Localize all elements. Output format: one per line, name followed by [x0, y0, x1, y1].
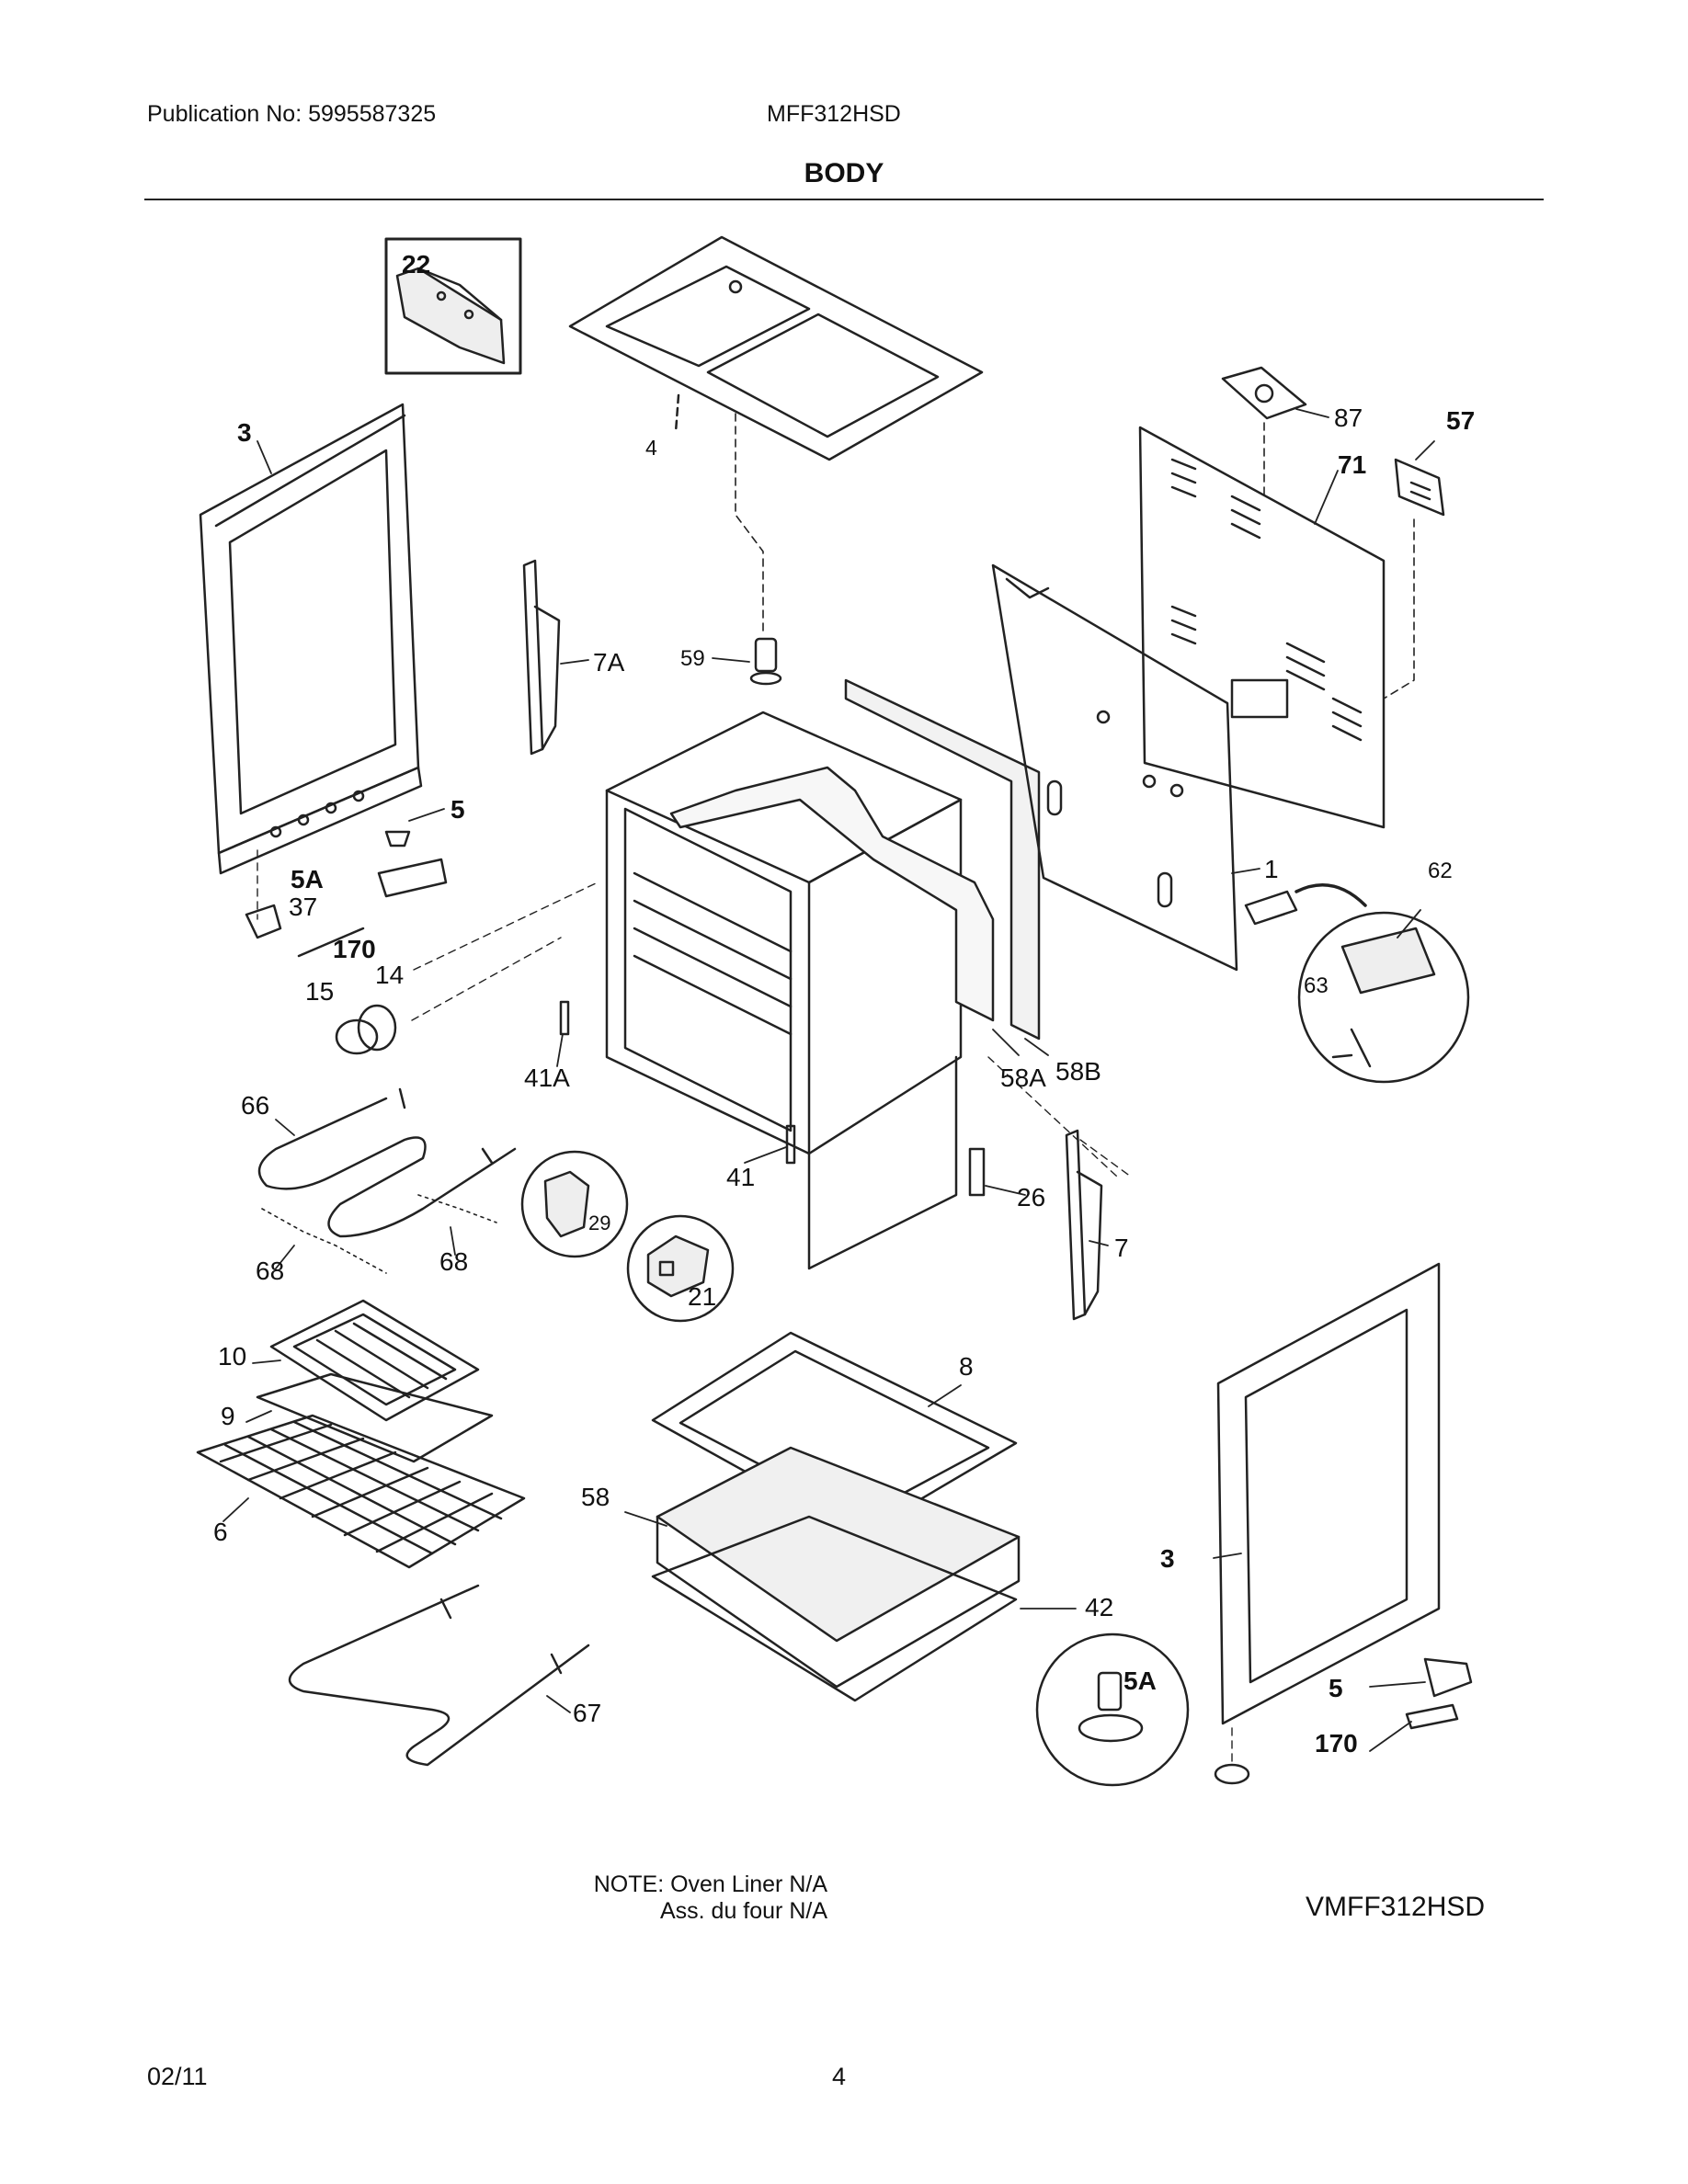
part-68-bracket — [261, 1208, 387, 1274]
callout-87: 87 — [1334, 404, 1363, 432]
part-6-oven-rack — [196, 1414, 526, 1569]
left-hardware-group — [245, 830, 448, 1055]
part-29-detail — [520, 1150, 629, 1258]
part-21-detail — [626, 1214, 735, 1323]
callout-66: 66 — [241, 1091, 269, 1120]
model-number: MFF312HSD — [767, 101, 901, 127]
part-7a-hinge-receiver — [522, 559, 561, 756]
publication-number: Publication No: 5995587325 — [147, 101, 437, 127]
callout-4: 4 — [645, 436, 657, 460]
callout-3-left: 3 — [237, 418, 252, 447]
callout-5a-left: 5A — [291, 865, 324, 893]
part-3-left-side-panel — [199, 403, 423, 875]
callout-68-left: 68 — [256, 1257, 284, 1285]
part-22-inset — [384, 237, 522, 375]
part-62-63-detail-circle — [1244, 883, 1470, 1084]
part-42-drawer-panel — [651, 1515, 1018, 1702]
header-divider — [144, 199, 1544, 200]
callout-9: 9 — [221, 1402, 235, 1430]
part-4-top-panel — [568, 235, 984, 461]
callout-1: 1 — [1264, 855, 1279, 883]
part-59-leveler — [749, 637, 782, 686]
note-line-french: Ass. du four N/A — [659, 1898, 827, 1924]
callout-37: 37 — [289, 893, 317, 921]
callout-3-right: 3 — [1160, 1544, 1175, 1573]
callout-41a: 41A — [524, 1064, 570, 1092]
callout-170-left: 170 — [333, 935, 376, 963]
callout-15: 15 — [305, 977, 334, 1006]
footer-date: 02/11 — [147, 2063, 208, 2090]
callout-58b: 58B — [1055, 1057, 1101, 1086]
assembly-guides — [257, 849, 1233, 1766]
brackets-group — [559, 1000, 986, 1197]
footer-page-number: 4 — [832, 2063, 847, 2090]
callout-63: 63 — [1304, 973, 1329, 998]
callout-7: 7 — [1114, 1234, 1129, 1262]
bottom-right-hardware — [1035, 1632, 1473, 1787]
callout-26: 26 — [1017, 1183, 1045, 1211]
guide-line — [1383, 518, 1415, 700]
part-58-insulation-block — [656, 1446, 1021, 1689]
part-68-bracket — [417, 1194, 497, 1223]
part-66-broil-element — [257, 1087, 517, 1238]
callout-7a-top: 7A — [593, 648, 625, 677]
part-58-insulation-wrap — [669, 678, 1041, 1041]
callout-10: 10 — [218, 1342, 246, 1371]
part-71-back-cover — [1138, 426, 1386, 829]
note-block: NOTE: Oven Liner N/A Ass. du four N/A — [515, 1871, 827, 1925]
guide-line — [735, 413, 764, 635]
callout-68-right: 68 — [439, 1247, 468, 1276]
callout-5a-right: 5A — [1123, 1666, 1157, 1695]
part-7-hinge-receiver — [1065, 1129, 1103, 1321]
callout-170-right: 170 — [1315, 1729, 1358, 1757]
part-57-small-cover — [1394, 458, 1445, 517]
callout-29: 29 — [588, 1211, 610, 1234]
section-title: BODY — [804, 158, 884, 188]
part-87-gasket — [1221, 366, 1307, 420]
callout-leaders — [222, 408, 1435, 1752]
diagram-code: VMFF312HSD — [1306, 1892, 1486, 1922]
part-10-broil-pan-insert — [269, 1299, 480, 1422]
callout-58a: 58A — [1000, 1064, 1046, 1092]
callout-5-right: 5 — [1329, 1674, 1343, 1702]
part-9-broil-pan — [256, 1372, 494, 1463]
callout-57: 57 — [1446, 406, 1475, 435]
callout-67: 67 — [573, 1699, 601, 1727]
callout-8: 8 — [959, 1352, 974, 1381]
part-3-right-side-panel — [1216, 1262, 1441, 1725]
callout-59: 59 — [680, 646, 705, 671]
callout-22: 22 — [402, 250, 430, 279]
part-1-rear-panel — [991, 563, 1238, 972]
callout-41: 41 — [726, 1163, 755, 1191]
callout-62: 62 — [1428, 859, 1453, 883]
callout-14: 14 — [375, 961, 404, 989]
callout-21: 21 — [688, 1282, 716, 1311]
callout-58: 58 — [581, 1483, 610, 1511]
callout-42: 42 — [1085, 1593, 1113, 1621]
callout-71: 71 — [1338, 450, 1366, 479]
part-67-bake-element — [288, 1584, 590, 1767]
callout-5-left: 5 — [451, 795, 465, 824]
callout-6: 6 — [213, 1518, 228, 1546]
note-line-english: NOTE: Oven Liner N/A — [593, 1871, 827, 1897]
